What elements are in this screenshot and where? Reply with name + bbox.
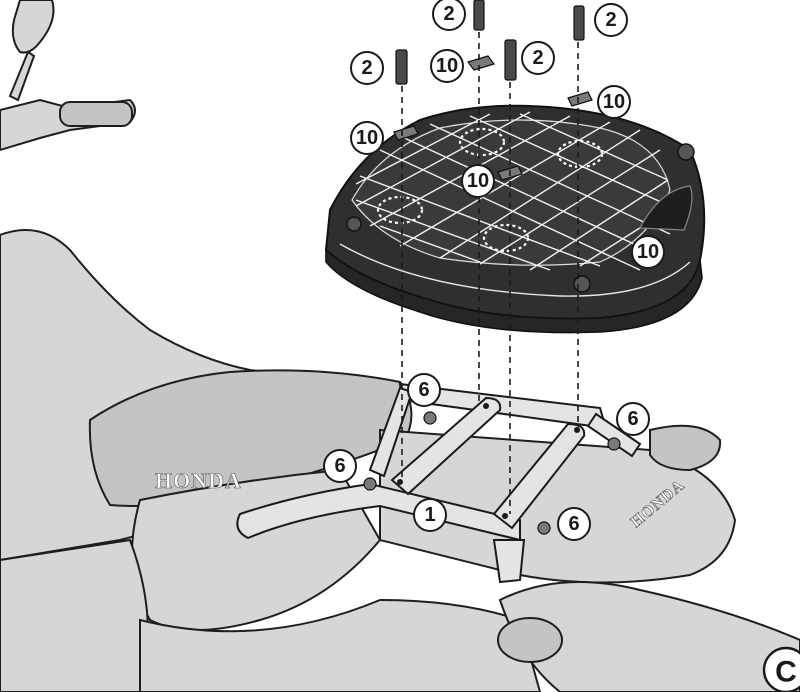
nut: [423, 411, 437, 425]
callout-10: 10: [631, 235, 665, 269]
callout-10: 10: [430, 49, 464, 83]
svg-text:2: 2: [443, 3, 454, 25]
svg-text:6: 6: [334, 455, 345, 477]
slot-ring: [482, 223, 530, 253]
monolock-plate: [324, 104, 706, 334]
rack-hole: [574, 427, 580, 433]
plate-handle-recess: [639, 185, 693, 231]
plate-lower-lip: [325, 248, 703, 334]
plate-boss: [346, 216, 362, 232]
nut: [537, 521, 551, 535]
callout-2: 2: [350, 51, 384, 85]
bolt: [395, 49, 408, 85]
seat-brand: HONDA: [155, 468, 242, 493]
lower-frame: [0, 538, 149, 692]
callouts: 2 2 2 2 10 10 10 10 10 6 6 6 6 1: [323, 0, 665, 541]
slot-ring: [458, 127, 506, 157]
svg-text:C: C: [775, 656, 797, 689]
svg-text:10: 10: [467, 170, 489, 192]
handlebar-grip: [59, 101, 133, 127]
mirror-stem: [8, 50, 36, 102]
washer: [467, 55, 495, 71]
rack-side-rail: [236, 482, 521, 542]
callout-6: 6: [616, 402, 650, 436]
svg-text:2: 2: [605, 9, 616, 31]
svg-text:6: 6: [568, 513, 579, 535]
callout-2: 2: [594, 3, 628, 37]
callout-1: 1: [413, 498, 447, 532]
leader-lines: [401, 32, 579, 514]
callout-10: 10: [597, 85, 631, 119]
hardware: [393, 0, 593, 181]
slot-ring: [556, 139, 604, 169]
plate-boss: [573, 275, 591, 293]
svg-text:10: 10: [637, 241, 659, 263]
plate-rim: [339, 243, 691, 297]
nut: [363, 477, 377, 491]
callout-6: 6: [407, 373, 441, 407]
svg-text:10: 10: [356, 127, 378, 149]
turn-signal: [497, 617, 563, 663]
svg-text:6: 6: [627, 408, 638, 430]
washer: [567, 91, 593, 107]
bolt: [473, 0, 485, 31]
rack-hole: [483, 403, 489, 409]
callout-10: 10: [350, 121, 384, 155]
bolt: [504, 39, 517, 81]
svg-text:10: 10: [436, 55, 458, 77]
rack-frame: [236, 382, 642, 584]
callout-10: 10: [461, 164, 495, 198]
callout-6: 6: [557, 507, 591, 541]
plate-boss: [677, 143, 695, 161]
callout-2: 2: [432, 0, 466, 31]
svg-text:6: 6: [418, 379, 429, 401]
svg-text:10: 10: [603, 91, 625, 113]
rack-mount-bracket: [492, 539, 526, 584]
nut: [607, 437, 621, 451]
plate-grid: [355, 111, 671, 271]
rack-crossbar-right: [492, 422, 586, 530]
slot-ring: [376, 195, 424, 225]
mirror: [11, 0, 55, 54]
rack-hole: [397, 479, 403, 485]
rack-crossbar-left: [390, 396, 502, 496]
bolt: [573, 5, 585, 41]
callout-6: 6: [323, 449, 357, 483]
callout-2: 2: [521, 41, 555, 75]
svg-text:2: 2: [532, 47, 543, 69]
washer: [393, 125, 419, 141]
tail-light: [649, 424, 722, 472]
svg-text:2: 2: [361, 57, 372, 79]
swingarm-area: [139, 598, 542, 692]
svg-text:1: 1: [424, 504, 435, 526]
figure-label: C: [762, 646, 800, 692]
rack-hole: [502, 513, 508, 519]
